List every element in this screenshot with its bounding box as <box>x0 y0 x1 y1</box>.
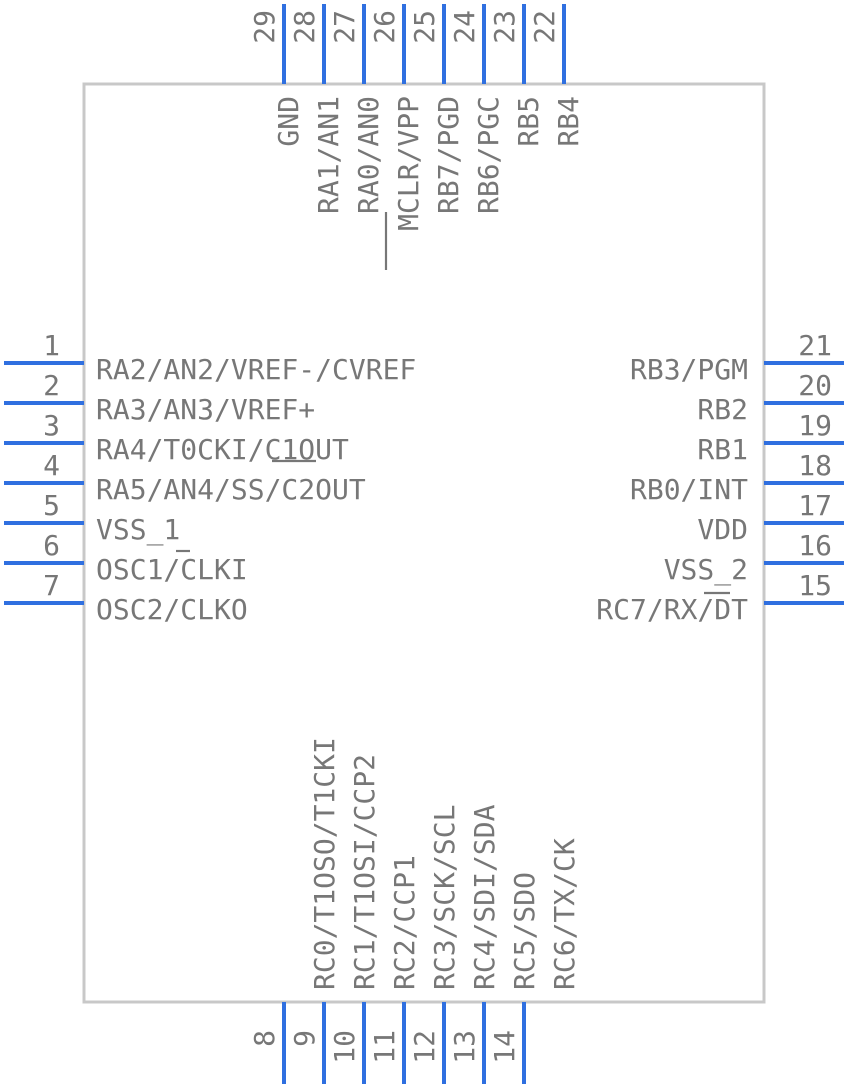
pin-number-right: 20 <box>798 369 832 402</box>
pin-label-rb3-pgm: RB3/PGM <box>630 353 748 386</box>
pin-label-rc7-rx-dt: RC7/RX/DT <box>596 593 748 626</box>
pin-number-right: 15 <box>798 569 832 602</box>
pin-label-rb7-pgd: RB7/PGD <box>432 96 465 214</box>
pin-label-ra5-an4-ss-c2out: RA5/AN4/SS/C2OUT <box>96 473 366 506</box>
pin-number-left: 5 <box>43 489 60 522</box>
pin-label-osc1-clki: OSC1/CLKI <box>96 553 248 586</box>
pin-label-rb1: RB1 <box>697 433 748 466</box>
pin-label-rb6-pgc: RB6/PGC <box>472 96 505 214</box>
pin-number-right: 21 <box>798 329 832 362</box>
pin-number-top: 25 <box>408 10 441 44</box>
pin-label-vss-2: VSS_2 <box>664 553 748 587</box>
pin-label-rc6-tx-ck: RC6/TX/CK <box>548 838 581 990</box>
pin-label-mclr-vpp: MCLR/VPP <box>392 96 425 231</box>
pin-label-rb2: RB2 <box>697 393 748 426</box>
pin-label-rc3-sck-scl: RC3/SCK/SCL <box>428 805 461 990</box>
pin-number-bottom: 11 <box>368 1030 401 1064</box>
pin-number-top: 29 <box>248 10 281 44</box>
pin-number-top: 28 <box>288 10 321 44</box>
pin-label-rb0-int: RB0/INT <box>630 473 748 506</box>
pin-number-right: 19 <box>798 409 832 442</box>
overbars-layer <box>176 212 730 595</box>
pin-label-rb4: RB4 <box>552 96 585 147</box>
pin-label-ra0-an0: RA0/AN0 <box>352 96 385 214</box>
pin-number-left: 1 <box>43 329 60 362</box>
pin-label-rc1-t1osi-ccp2: RC1/T1OSI/CCP2 <box>348 754 381 990</box>
pin-number-bottom: 13 <box>448 1030 481 1064</box>
pin-label-vdd: VDD <box>697 513 748 546</box>
pin-number-top: 26 <box>368 10 401 44</box>
pin-number-top: 22 <box>528 10 561 44</box>
pin-label-ra1-an1: RA1/AN1 <box>312 96 345 214</box>
pin-number-left: 7 <box>43 569 60 602</box>
pin-number-bottom: 10 <box>328 1030 361 1064</box>
pin-label-rc5-sdo: RC5/SDO <box>508 872 541 990</box>
pin-number-top: 23 <box>488 10 521 44</box>
pin-label-osc2-clko: OSC2/CLKO <box>96 593 248 626</box>
pin-number-left: 2 <box>43 369 60 402</box>
pin-number-bottom: 14 <box>488 1030 521 1064</box>
pin-label-rb5: RB5 <box>512 96 545 147</box>
pin-number-left: 4 <box>43 449 60 482</box>
pin-label-ra2-an2-vref-cvref: RA2/AN2/VREF-/CVREF <box>96 353 416 386</box>
pin-label-rc2-ccp1: RC2/CCP1 <box>388 855 421 990</box>
pins-layer <box>4 4 844 1084</box>
pin-label-rc0-t1oso-t1cki: RC0/T1OSO/T1CKI <box>308 737 341 990</box>
pin-number-top: 27 <box>328 10 361 44</box>
pin-label-rc4-sdi-sda: RC4/SDI/SDA <box>468 804 501 990</box>
pin-number-bottom: 8 <box>248 1030 281 1047</box>
pin-number-left: 6 <box>43 529 60 562</box>
pin-number-bottom: 12 <box>408 1030 441 1064</box>
labels-layer: 1RA2/AN2/VREF-/CVREF2RA3/AN3/VREF+3RA4/T… <box>43 10 832 1064</box>
pin-label-ra3-an3-vref: RA3/AN3/VREF+ <box>96 393 315 426</box>
pin-label-gnd: GND <box>272 96 305 147</box>
pin-number-top: 24 <box>448 10 481 44</box>
pin-number-right: 18 <box>798 449 832 482</box>
component-body <box>82 82 766 1004</box>
pin-number-left: 3 <box>43 409 60 442</box>
pin-number-bottom: 9 <box>288 1030 321 1047</box>
pin-number-right: 17 <box>798 489 832 522</box>
pin-label-vss-1: VSS_1 <box>96 513 180 547</box>
pin-number-right: 16 <box>798 529 832 562</box>
